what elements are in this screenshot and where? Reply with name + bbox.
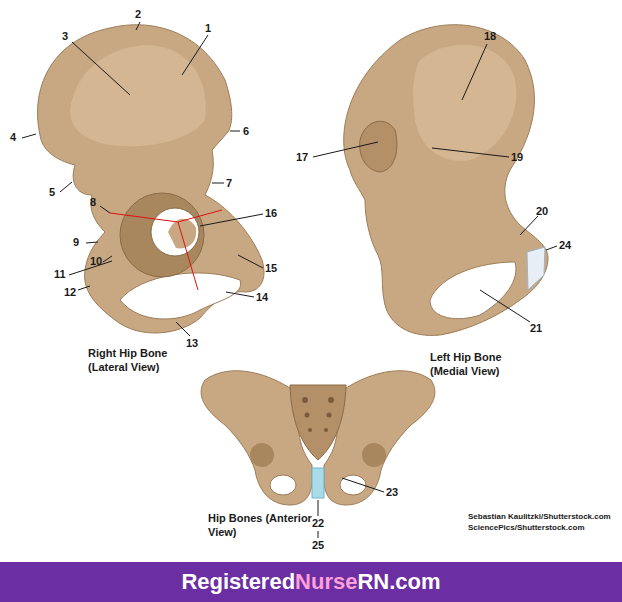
callout-number: 11	[54, 268, 66, 281]
symphyseal-surface	[527, 247, 545, 290]
image-credit: Sebastian Kaulitzki/Shutterstock.com	[468, 512, 611, 522]
callout-number: 3	[62, 30, 68, 43]
callout-number: 20	[536, 205, 548, 218]
callout-number: 4	[10, 131, 16, 144]
site-name: RegisteredNurseRN.com	[181, 569, 440, 595]
callout-number: 16	[265, 207, 277, 220]
callout-number: 21	[530, 322, 542, 335]
acetabular-fossa	[151, 208, 199, 256]
iliac-shading	[70, 45, 206, 146]
acetabulum	[120, 193, 204, 277]
right-hip-bone	[38, 25, 264, 333]
callout-number: 6	[243, 125, 249, 138]
callout-number: 5	[49, 186, 55, 199]
callout-number: 15	[265, 262, 277, 275]
iliac-fossa	[413, 45, 516, 161]
view-caption: Hip Bones (Anterior View)	[208, 511, 318, 539]
callout-number: 1	[205, 22, 211, 35]
callout-number: 7	[226, 177, 232, 190]
site-name-part: RN.com	[357, 569, 440, 594]
acetabulum	[250, 443, 274, 467]
callout-number: 22	[312, 517, 324, 530]
callout-number: 23	[386, 486, 398, 499]
callout-number: 14	[256, 291, 268, 304]
callout-number: 9	[73, 236, 79, 249]
callout-number: 2	[135, 8, 141, 21]
callout-number: 24	[559, 239, 571, 252]
sacrum	[290, 385, 346, 460]
auricular-surface	[360, 121, 397, 172]
acetabular-notch	[168, 219, 196, 249]
view-caption: Left Hip Bone (Medial View)	[430, 350, 540, 378]
callout-number: 13	[186, 337, 198, 350]
callout-number: 18	[484, 30, 496, 43]
site-banner: RegisteredNurseRN.com	[0, 562, 622, 602]
callout-number: 12	[64, 286, 76, 299]
sacral-foramina	[302, 397, 334, 432]
obturator-foramen	[120, 273, 241, 319]
callout-number: 17	[296, 151, 308, 164]
fusion-lines	[110, 210, 222, 290]
acetabulum	[362, 443, 386, 467]
callout-number: 8	[90, 196, 96, 209]
callout-number: 25	[312, 539, 324, 552]
view-caption: Right Hip Bone (Lateral View)	[88, 346, 198, 374]
leader-lines	[22, 22, 557, 538]
callout-number: 10	[90, 255, 102, 268]
site-name-part: Nurse	[295, 569, 357, 594]
image-credit: SciencePics/Shutterstock.com	[468, 523, 585, 533]
pubic-symphysis	[312, 468, 324, 498]
site-name-part: Registered	[181, 569, 295, 594]
callout-number: 19	[511, 151, 523, 164]
left-hip-bone	[344, 25, 548, 336]
obturator-foramen	[270, 475, 296, 495]
obturator-foramen	[430, 262, 516, 319]
